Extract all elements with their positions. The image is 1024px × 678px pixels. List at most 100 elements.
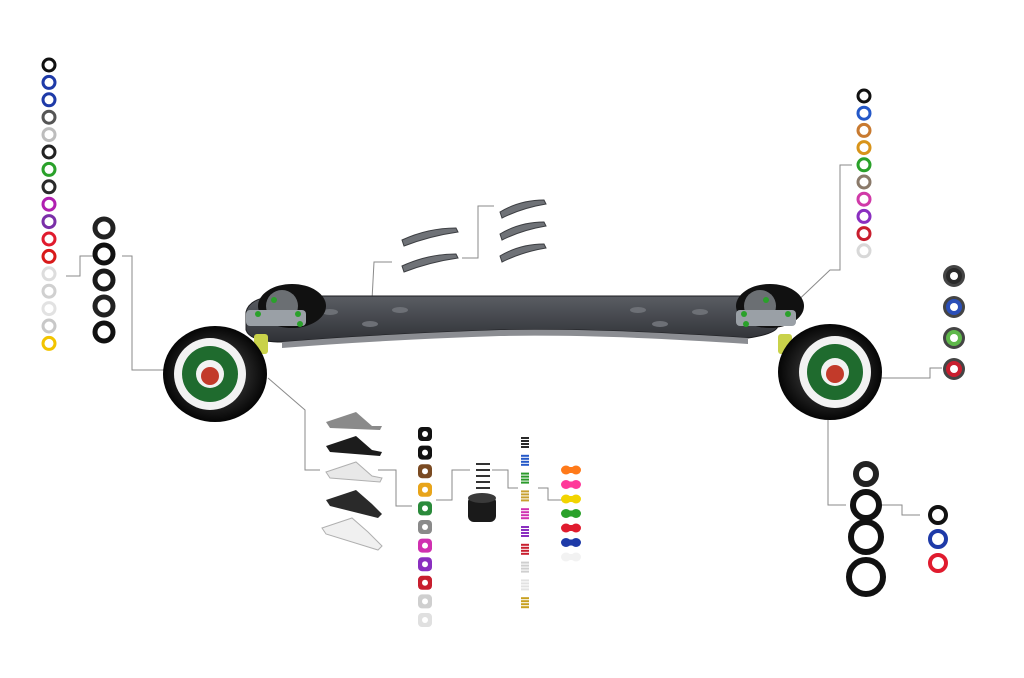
axle-ring bbox=[41, 74, 57, 90]
pivot-cup bbox=[418, 445, 432, 460]
front-wheel-right bbox=[778, 324, 882, 420]
leader-cups bbox=[378, 469, 412, 507]
spring bbox=[521, 508, 529, 520]
grip-pad bbox=[499, 199, 547, 219]
bearing bbox=[943, 296, 965, 318]
pivot-cup bbox=[418, 501, 432, 516]
axle-ring bbox=[41, 214, 57, 230]
axle-ring bbox=[41, 127, 57, 143]
baseplate-light bbox=[321, 517, 383, 551]
pivot-cup bbox=[418, 613, 432, 627]
truck-baseplates bbox=[321, 412, 383, 551]
axle-ring bbox=[41, 335, 57, 351]
left-hub-parts bbox=[92, 216, 116, 344]
axle-ring bbox=[41, 301, 57, 317]
bearing bbox=[943, 358, 965, 380]
spring bbox=[521, 454, 529, 466]
grommet-small bbox=[928, 553, 948, 573]
grommet-large bbox=[850, 489, 882, 521]
grommet-large bbox=[853, 461, 879, 487]
bushing-cap bbox=[561, 538, 581, 547]
truck-left bbox=[246, 297, 306, 354]
spring bbox=[521, 543, 529, 555]
leader-right-grommets bbox=[827, 420, 846, 506]
axle-ring bbox=[41, 109, 57, 125]
axle-ring bbox=[41, 144, 57, 160]
grommet-small bbox=[928, 529, 948, 549]
leader-right-small bbox=[882, 504, 920, 516]
axle-ring bbox=[41, 57, 57, 73]
spacer bbox=[856, 191, 872, 207]
axle-ring bbox=[41, 179, 57, 195]
front-wheel-left bbox=[163, 326, 267, 422]
pivot-cup bbox=[418, 520, 432, 534]
grip-pads bbox=[401, 199, 547, 273]
grip-pad bbox=[499, 243, 547, 263]
baseplate-white bbox=[325, 461, 383, 483]
bushing-cap bbox=[561, 494, 581, 504]
leader-springs bbox=[492, 469, 518, 489]
bushing-cap bbox=[561, 480, 581, 489]
left-axle-rings bbox=[41, 57, 57, 351]
right-bearings bbox=[943, 265, 965, 380]
axle-ring bbox=[41, 231, 57, 247]
leader-lines bbox=[66, 164, 942, 516]
bushing-cap bbox=[561, 465, 581, 475]
grip-pad bbox=[401, 253, 459, 273]
grip-pad bbox=[401, 227, 459, 247]
hub-part bbox=[92, 242, 116, 266]
spacer bbox=[856, 208, 872, 224]
baseplate-gray bbox=[326, 412, 382, 430]
axle-ring bbox=[41, 283, 57, 299]
pivot-cup bbox=[418, 464, 432, 479]
grommet-small bbox=[928, 505, 948, 525]
deck-mount-holes bbox=[322, 307, 708, 327]
spring bbox=[521, 561, 529, 573]
grip-pad bbox=[499, 221, 547, 241]
hub-part bbox=[92, 294, 116, 318]
right-small-grommets bbox=[928, 505, 948, 573]
spacer bbox=[856, 88, 872, 104]
spacer bbox=[856, 226, 872, 242]
spacer bbox=[856, 174, 872, 190]
leader-right-bearings bbox=[870, 367, 942, 379]
right-spacers bbox=[856, 88, 872, 259]
leader-right-spacers bbox=[789, 164, 852, 309]
axle-ring bbox=[41, 161, 57, 177]
leader-trucks bbox=[267, 377, 320, 471]
bushing bbox=[468, 493, 496, 522]
spacer bbox=[856, 105, 872, 121]
leader-left-rings bbox=[66, 255, 96, 277]
axle-ring bbox=[41, 196, 57, 212]
pivot-cup bbox=[418, 482, 432, 497]
bearing bbox=[943, 327, 965, 349]
leader-bushing bbox=[436, 469, 470, 501]
pivot-cup bbox=[418, 557, 432, 572]
bushing-cap bbox=[561, 509, 581, 518]
grommet-large bbox=[846, 557, 886, 597]
pivot-cups bbox=[418, 427, 432, 627]
spacer bbox=[856, 122, 872, 138]
spring bbox=[521, 526, 529, 537]
spring bbox=[521, 472, 529, 484]
pivot-cup bbox=[418, 575, 432, 590]
baseplate-dark bbox=[326, 490, 382, 518]
spring-large bbox=[476, 463, 490, 489]
axle-ring bbox=[41, 248, 57, 264]
spacer bbox=[856, 157, 872, 173]
spacer bbox=[856, 140, 872, 156]
spacer bbox=[856, 243, 872, 259]
spring bbox=[521, 579, 529, 591]
leader-grips-left bbox=[371, 261, 392, 301]
hub-part bbox=[92, 216, 116, 240]
grommet-large bbox=[848, 519, 884, 555]
bearing bbox=[943, 265, 965, 287]
right-grommets bbox=[846, 461, 886, 597]
pivot-cup bbox=[418, 594, 432, 609]
axle-ring bbox=[41, 92, 57, 108]
hub-part bbox=[92, 320, 116, 344]
bushing-caps bbox=[561, 465, 581, 562]
baseplate-black bbox=[326, 436, 382, 456]
pivot-cup bbox=[418, 427, 432, 441]
